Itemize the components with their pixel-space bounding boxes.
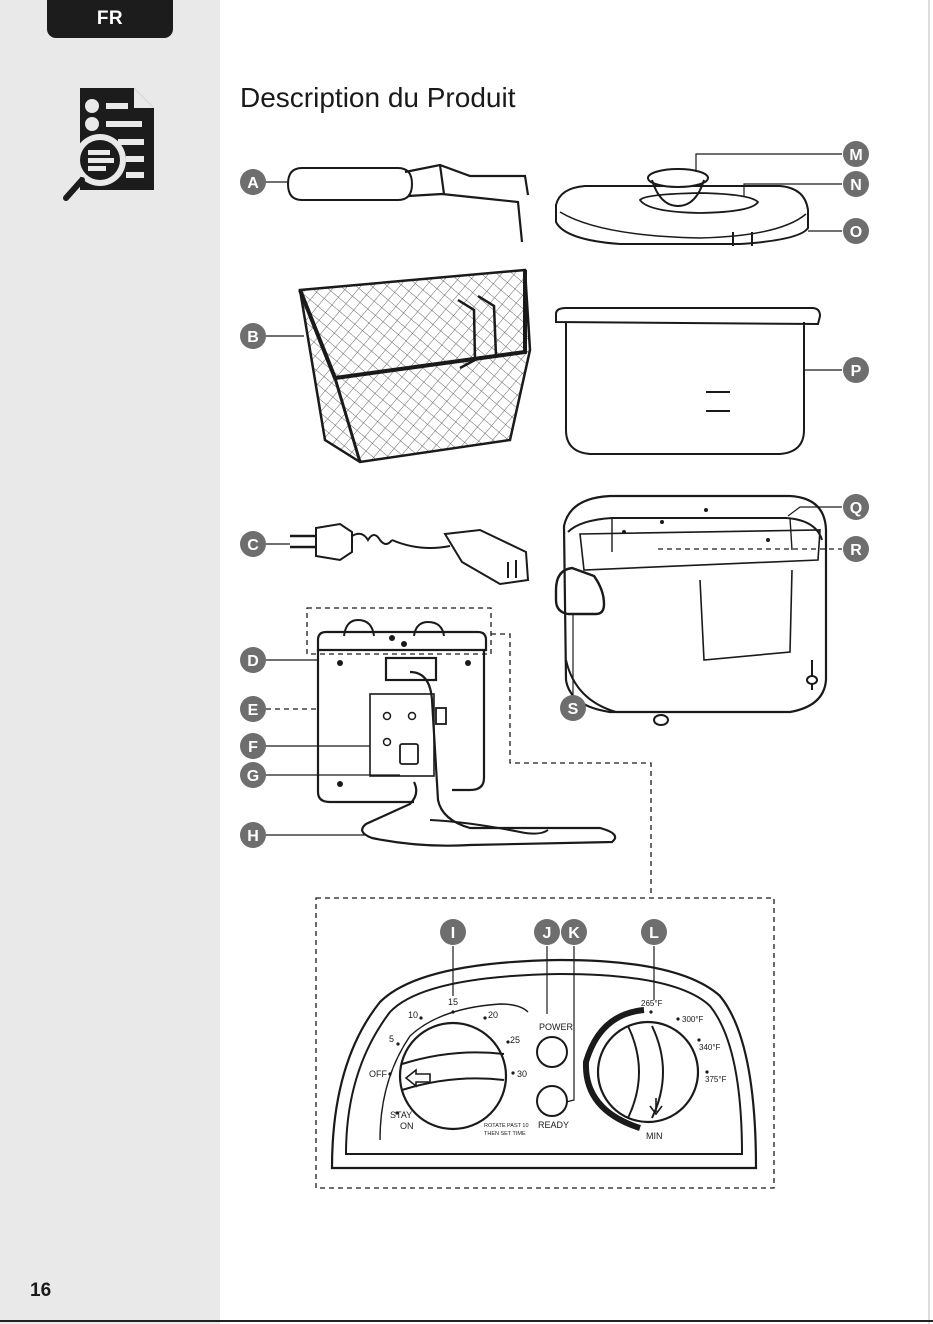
ready-indicator <box>537 1086 567 1116</box>
power-label: POWER <box>539 1022 574 1032</box>
timer-note-line2: THEN SET TIME <box>484 1131 526 1137</box>
callout-s: S <box>560 695 586 721</box>
timer-label-20: 20 <box>488 1010 498 1020</box>
svg-text:R: R <box>850 542 862 559</box>
timer-label-stay: STAY <box>390 1110 412 1120</box>
callout-q: Q <box>843 494 869 520</box>
callout-l: L <box>641 919 667 945</box>
timer-note-line1: ROTATE PAST 10 <box>484 1123 529 1129</box>
lid <box>556 169 808 246</box>
basket-handle <box>288 165 528 242</box>
callout-n: N <box>843 171 869 197</box>
svg-text:B: B <box>247 329 259 346</box>
temperature-knob[interactable] <box>598 1022 698 1122</box>
callout-j: J <box>534 919 560 945</box>
timer-label-25: 25 <box>510 1035 520 1045</box>
callout-e: E <box>240 696 266 722</box>
svg-text:C: C <box>247 537 259 554</box>
svg-text:E: E <box>248 702 259 719</box>
oil-container <box>556 308 820 454</box>
temp-label-300: 300°F <box>682 1015 704 1024</box>
svg-text:A: A <box>247 175 259 192</box>
svg-text:S: S <box>568 701 579 718</box>
callout-k: K <box>561 919 587 945</box>
svg-text:P: P <box>851 363 862 380</box>
timer-label-off: OFF <box>369 1069 387 1079</box>
svg-text:N: N <box>850 177 862 194</box>
timer-label-5: 5 <box>389 1034 394 1044</box>
power-cord <box>290 524 528 584</box>
svg-text:F: F <box>248 739 258 756</box>
callout-f: F <box>240 733 266 759</box>
svg-text:I: I <box>451 925 455 942</box>
timer-knob[interactable] <box>400 1023 506 1129</box>
svg-text:L: L <box>649 925 659 942</box>
timer-label-10: 10 <box>408 1010 418 1020</box>
control-panel: 15 10 20 5 25 OFF 30 STAY ON ROTATE PAST… <box>332 960 756 1168</box>
svg-text:O: O <box>850 224 862 241</box>
svg-text:K: K <box>568 925 580 942</box>
callout-c: C <box>240 531 266 557</box>
timer-label-15: 15 <box>448 997 458 1007</box>
temp-label-340: 340°F <box>699 1043 721 1052</box>
callout-g: G <box>240 762 266 788</box>
callout-o: O <box>843 218 869 244</box>
svg-text:Q: Q <box>850 500 862 517</box>
callout-i: I <box>440 919 466 945</box>
timer-label-30: 30 <box>517 1069 527 1079</box>
svg-text:H: H <box>247 828 259 845</box>
temp-label-375: 375°F <box>705 1075 727 1084</box>
callout-p: P <box>843 357 869 383</box>
svg-text:J: J <box>543 925 552 942</box>
svg-text:M: M <box>849 147 862 164</box>
temp-label-265: 265°F <box>641 999 663 1008</box>
timer-label-on: ON <box>400 1121 414 1131</box>
temp-label-min: MIN <box>646 1131 663 1141</box>
ready-label: READY <box>538 1120 569 1130</box>
callout-r: R <box>843 536 869 562</box>
callout-d: D <box>240 647 266 673</box>
callout-a: A <box>240 169 266 195</box>
svg-text:G: G <box>247 768 259 785</box>
frying-basket <box>300 270 530 462</box>
power-indicator <box>537 1037 567 1067</box>
callout-m: M <box>843 141 869 167</box>
svg-text:D: D <box>247 653 259 670</box>
fryer-body <box>556 496 826 725</box>
callout-b: B <box>240 323 266 349</box>
callout-h: H <box>240 822 266 848</box>
